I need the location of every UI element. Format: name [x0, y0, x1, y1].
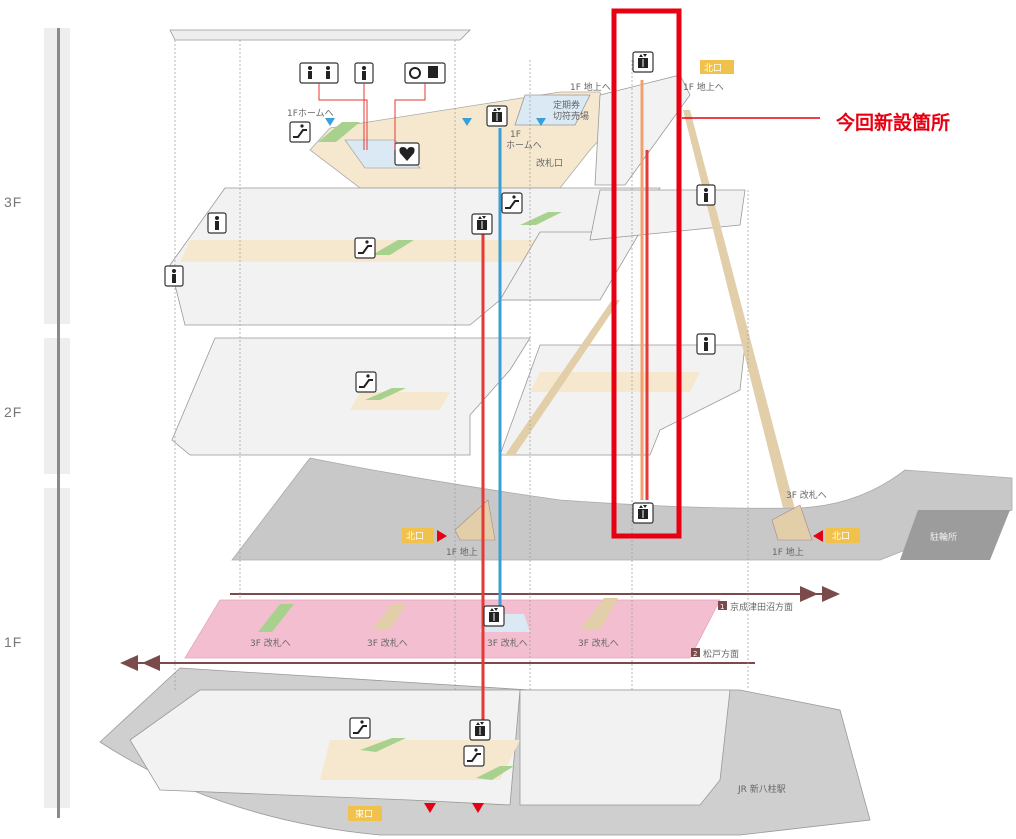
label-kaisatsu-3f-a: 3F 改札へ	[786, 489, 827, 501]
label-chijo-left: 1F 地上	[446, 546, 478, 558]
dotted-guides	[174, 40, 749, 690]
down-marker-a	[325, 118, 335, 126]
label-chijo-right: 1F 地上	[772, 546, 804, 558]
restroom-icon	[207, 212, 227, 234]
label-home-1f-a: 1Fホームへ	[287, 108, 334, 119]
floor-label-2f: 2F	[4, 404, 23, 420]
track-arrow-left-a	[120, 655, 138, 671]
restroom-icon	[164, 265, 184, 287]
restroom-icon	[696, 184, 716, 206]
label-kitaguchi-top: 北口	[704, 63, 722, 74]
down-marker-c	[536, 118, 546, 126]
escalator-icon	[501, 192, 523, 214]
label-chika-1f-a: 1F 地上へ	[570, 81, 611, 93]
floor-label-3f: 3F	[4, 194, 23, 210]
restroom-icon	[696, 333, 716, 355]
route-badge-1	[718, 601, 727, 610]
label-home-1f-b1: 1F	[510, 130, 521, 140]
family-restroom-icon	[299, 62, 339, 84]
elevator-icon	[469, 719, 491, 741]
new-installation-callout: 今回新設箇所	[836, 112, 951, 134]
label-higashiguchi: 東口	[355, 808, 373, 820]
track-arrow-right-a	[800, 586, 818, 602]
label-churin: 駐輪所	[930, 531, 957, 543]
platform-stairs-a	[372, 604, 406, 630]
accessible-toilet-icon	[404, 62, 446, 84]
escalator-icon	[289, 121, 311, 143]
platform-stairs-b	[580, 598, 618, 630]
north-exit-sign-right	[826, 528, 860, 543]
1f-right-block	[519, 689, 731, 806]
floor-label-1f: 1F	[4, 634, 23, 650]
east-exit-sign	[348, 806, 382, 821]
stairs-right	[771, 504, 813, 541]
label-matsudo: 松戸方面	[703, 648, 739, 660]
label-kitaguchi-left: 北口	[406, 531, 424, 542]
label-badge-2: 2	[693, 650, 697, 658]
label-jr-station: JR 新八柱駅	[737, 783, 786, 795]
label-chika-1f-b: 1F 地上へ	[683, 81, 724, 93]
ticket-office-area	[514, 94, 591, 126]
escalator-1f	[360, 738, 406, 752]
escalator-icon	[355, 371, 377, 393]
north-exit-sign-left	[402, 528, 434, 543]
2f-corridor	[350, 392, 450, 410]
label-badge-1: 1	[720, 603, 724, 611]
track-arrow-right-b	[822, 586, 840, 602]
arrow-icon	[813, 530, 823, 542]
walkway-right	[683, 110, 800, 528]
elevator-icon	[471, 213, 493, 235]
arrow-icon	[437, 530, 447, 542]
north-exit-sign-top	[700, 60, 734, 74]
restroom-icon	[354, 62, 374, 84]
escalator-3f-c	[520, 212, 562, 225]
restroom-links	[318, 83, 426, 150]
platform-escalator	[258, 604, 294, 632]
aed-icon	[394, 142, 420, 166]
label-kaisatsu: 改札口	[536, 157, 563, 169]
route-badge-2	[691, 648, 700, 657]
label-teiki-2: 切符売場	[553, 110, 589, 122]
elevator-icon	[483, 605, 505, 627]
3f-top-edge	[169, 29, 471, 41]
escalator-2f	[365, 388, 406, 400]
walkway-middle	[505, 300, 620, 455]
escalator-icon	[354, 237, 376, 259]
escalator-1f-b	[476, 766, 514, 780]
elevator-icon	[632, 51, 654, 73]
label-home-1f-b2: ホームへ	[506, 140, 542, 151]
label-kaisatsu-3f-4: 3F 改札へ	[578, 637, 619, 649]
elevator-icon	[486, 105, 508, 127]
entrance-marker-a	[424, 803, 436, 813]
label-kaisatsu-3f-2: 3F 改札へ	[367, 637, 408, 649]
elevator-icon	[632, 502, 654, 524]
escalator-icon	[349, 717, 371, 739]
label-keisei: 京成津田沼方面	[730, 601, 793, 613]
label-kaisatsu-3f-1: 3F 改札へ	[250, 637, 291, 649]
down-marker-b	[462, 118, 472, 126]
ground-level	[231, 457, 1013, 561]
label-kaisatsu-3f-3: 3F 改札へ	[487, 637, 528, 649]
escalator-3f-b	[372, 240, 414, 255]
bicycle-parking-area	[900, 510, 1010, 560]
label-teiki-1: 定期券	[553, 99, 580, 111]
2f-right-floor	[499, 344, 746, 456]
track-arrow-left-b	[142, 655, 160, 671]
escalator-3f-a	[318, 122, 360, 142]
floor-axis-line	[57, 28, 60, 818]
new-installation-highlight	[611, 8, 682, 539]
platform-1f	[184, 599, 721, 659]
entrance-marker-b	[472, 803, 484, 813]
escalator-icon	[463, 745, 485, 767]
stairs-left	[454, 499, 496, 541]
label-kitaguchi-right: 北口	[832, 531, 850, 542]
2f-left-floor	[171, 337, 531, 456]
